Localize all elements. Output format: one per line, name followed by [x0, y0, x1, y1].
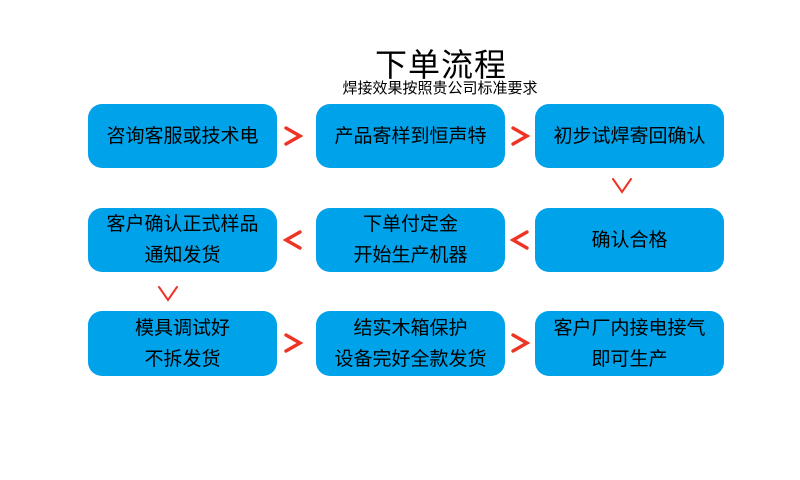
chevron-right-icon — [282, 125, 304, 147]
flow-box-deposit-production-line1: 下单付定金 — [362, 214, 458, 235]
flow-box-trial-weld-label: 初步试焊寄回确认 — [553, 125, 706, 147]
page-subtitle: 焊接效果按照贵公司标准要求 — [342, 80, 538, 97]
flow-box-confirm-sample-line1: 客户确认正式样品 — [106, 214, 259, 235]
flow-box-install-produce-line2: 即可生产 — [591, 348, 668, 370]
flow-box-confirm-sample-line2: 通知发货 — [144, 245, 221, 266]
chevron-down-icon — [610, 177, 634, 195]
chevron-left-icon — [509, 229, 531, 251]
flow-box-confirm-qualified-label: 确认合格 — [591, 229, 668, 251]
flow-box-trial-weld: 初步试焊寄回确认 — [535, 104, 724, 168]
flow-box-deposit-production-line2: 开始生产机器 — [353, 245, 468, 266]
flow-box-crate-ship-line1: 结实木箱保护 — [353, 317, 468, 339]
chevron-down-icon — [156, 285, 180, 303]
flow-box-install-produce: 客户厂内接电接气 即可生产 — [535, 311, 724, 376]
flow-box-send-sample: 产品寄样到恒声特 — [316, 104, 505, 168]
flow-box-confirm-sample: 客户确认正式样品 通知发货 — [88, 208, 277, 272]
chevron-left-icon — [282, 229, 304, 251]
flow-box-mold-ready: 模具调试好 不拆发货 — [88, 311, 277, 376]
flow-box-crate-ship-line2: 设备完好全款发货 — [334, 348, 487, 370]
flow-box-mold-ready-line1: 模具调试好 — [134, 317, 230, 339]
chevron-right-icon — [282, 332, 304, 354]
flow-box-mold-ready-line2: 不拆发货 — [144, 348, 221, 370]
chevron-right-icon — [509, 332, 531, 354]
chevron-right-icon — [509, 125, 531, 147]
flow-box-install-produce-line1: 客户厂内接电接气 — [553, 317, 706, 339]
flow-box-crate-ship: 结实木箱保护 设备完好全款发货 — [316, 311, 505, 376]
flow-box-send-sample-label: 产品寄样到恒声特 — [334, 125, 487, 147]
flow-box-consult: 咨询客服或技术电 — [88, 104, 277, 168]
page-title: 下单流程 — [374, 47, 508, 83]
flow-box-deposit-production: 下单付定金 开始生产机器 — [316, 208, 505, 272]
flow-box-confirm-qualified: 确认合格 — [535, 208, 724, 272]
flow-box-consult-label: 咨询客服或技术电 — [106, 125, 259, 147]
